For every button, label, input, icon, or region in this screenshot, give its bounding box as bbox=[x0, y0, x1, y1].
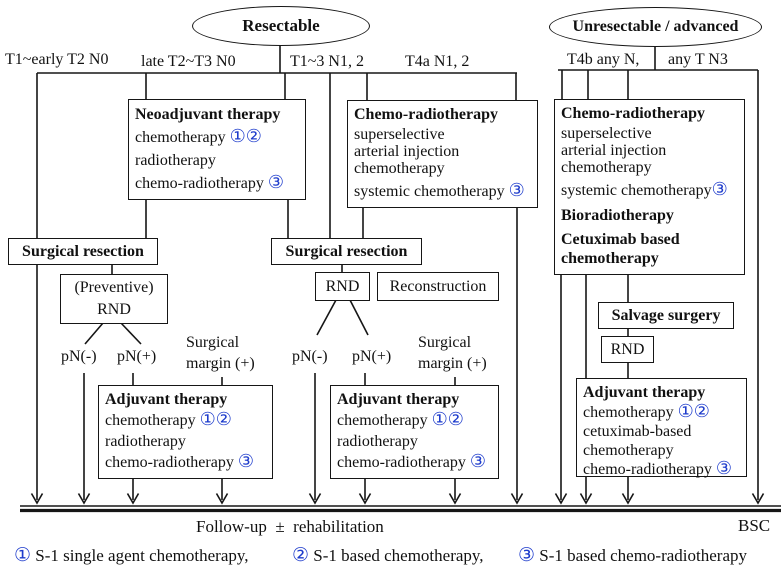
footnote-item-1: ① S-1 single agent chemotherapy, bbox=[14, 546, 249, 566]
surgical-margin-line-1: Surgical bbox=[418, 334, 472, 351]
therapy-text: chemo-radiotherapy bbox=[583, 461, 716, 478]
footnote-mark-3: ③ bbox=[518, 544, 536, 566]
footnote-mark-2: ② bbox=[292, 544, 310, 566]
footnote-text: S-1 single agent chemotherapy, bbox=[35, 546, 249, 565]
box-surgical-resection-mid: Surgical resection bbox=[271, 238, 422, 265]
therapy-text: chemo-radiotherapy bbox=[105, 454, 238, 471]
box-surgical-resection-left: Surgical resection bbox=[8, 238, 158, 265]
footnote-mark-1: ① bbox=[14, 544, 32, 566]
box-preventive-rnd: (Preventive) RND bbox=[60, 274, 168, 324]
footnote-item-2: ② S-1 based chemotherapy, bbox=[292, 546, 484, 566]
therapy-line-systemic: systemic chemotherapy ③ bbox=[354, 182, 531, 202]
box-chemoradiotherapy-right: Chemo-radiotherapy superselective arteri… bbox=[554, 99, 745, 275]
label-surgical-margin-mid: Surgical margin (+) bbox=[418, 332, 487, 374]
stage-label-t4b-any-n: T4b any N, bbox=[567, 51, 640, 68]
therapy-line-radiotherapy: radiotherapy bbox=[135, 152, 216, 169]
therapy-line-chemotherapy: chemotherapy ①② bbox=[337, 410, 492, 431]
superselective-line-3: chemotherapy bbox=[561, 159, 652, 176]
therapy-text: chemo-radiotherapy bbox=[337, 454, 470, 471]
footnote-mark-3: ③ bbox=[508, 180, 525, 201]
box-title: Adjuvant therapy bbox=[583, 384, 706, 401]
therapy-line-chemoradiotherapy: chemo-radiotherapy ③ bbox=[135, 172, 299, 195]
surgical-margin-line-2: margin (+) bbox=[186, 355, 255, 372]
therapy-line-chemotherapy: chemotherapy ①② bbox=[583, 403, 740, 422]
rnd-label: RND bbox=[97, 301, 131, 318]
footnote-mark-12: ①② bbox=[229, 126, 262, 147]
preventive-label: (Preventive) bbox=[74, 279, 154, 296]
therapy-line-chemoradiotherapy: chemo-radiotherapy ③ bbox=[337, 452, 492, 473]
box-rnd-mid: RND bbox=[315, 272, 370, 301]
stage-label-t1-early-t2-n0: T1~early T2 N0 bbox=[5, 51, 109, 68]
followup-label: Follow-up ± rehabilitation bbox=[196, 517, 384, 536]
therapy-line-radiotherapy: radiotherapy bbox=[105, 433, 186, 450]
label-pn-positive-mid: pN(+) bbox=[352, 348, 392, 365]
footnote-mark-3: ③ bbox=[237, 451, 254, 472]
superselective-line-1: superselective bbox=[561, 125, 652, 142]
stage-label-t1-3-n12: T1~3 N1, 2 bbox=[290, 53, 364, 70]
oval-resectable: Resectable bbox=[192, 6, 370, 46]
therapy-text: systemic chemotherapy bbox=[561, 182, 712, 199]
therapy-line-cetuximab: Cetuximab based chemotherapy bbox=[561, 231, 680, 267]
label-pn-negative-left: pN(-) bbox=[61, 348, 97, 365]
therapy-line-cetuximab: cetuximab-based chemotherapy bbox=[583, 423, 692, 459]
footnote-mark-12: ①② bbox=[677, 401, 710, 422]
label-pn-negative-mid: pN(-) bbox=[292, 348, 328, 365]
footnote-mark-12: ①② bbox=[199, 409, 232, 430]
stage-label-t4a-n12: T4a N1, 2 bbox=[405, 53, 470, 70]
therapy-text: chemotherapy bbox=[135, 129, 230, 146]
superselective-line-3: chemotherapy bbox=[354, 160, 445, 177]
footnote-text: S-1 based chemotherapy, bbox=[313, 546, 484, 565]
footnote-mark-3: ③ bbox=[267, 172, 284, 193]
footnote-mark-3: ③ bbox=[711, 179, 728, 200]
footnote-text: S-1 based chemo-radiotherapy bbox=[539, 546, 747, 565]
surgical-margin-line-1: Surgical bbox=[186, 334, 240, 351]
oval-unresectable-advanced: Unresectable / advanced bbox=[549, 7, 762, 47]
therapy-text: chemo-radiotherapy bbox=[135, 175, 268, 192]
footnote-mark-3: ③ bbox=[715, 458, 732, 479]
box-title: Chemo-radiotherapy bbox=[561, 105, 705, 122]
box-adjuvant-therapy-right: Adjuvant therapy chemotherapy ①② cetuxim… bbox=[576, 378, 747, 479]
box-neoadjuvant-therapy: Neoadjuvant therapy chemotherapy ①② radi… bbox=[128, 99, 306, 200]
therapy-line-radiotherapy: radiotherapy bbox=[337, 433, 418, 450]
stage-label-late-t2-t3-n0: late T2~T3 N0 bbox=[141, 53, 236, 70]
label-surgical-margin-left: Surgical margin (+) bbox=[186, 332, 255, 374]
therapy-line-chemotherapy: chemotherapy ①② bbox=[135, 126, 299, 149]
box-adjuvant-therapy-left: Adjuvant therapy chemotherapy ①② radioth… bbox=[98, 385, 273, 479]
box-title: Neoadjuvant therapy bbox=[135, 106, 281, 123]
superselective-line-1: superselective bbox=[354, 126, 445, 143]
surgical-margin-line-2: margin (+) bbox=[418, 355, 487, 372]
box-rnd-right: RND bbox=[601, 336, 654, 363]
therapy-line-chemotherapy: chemotherapy ①② bbox=[105, 410, 266, 431]
bsc-label: BSC bbox=[738, 516, 771, 535]
box-title: Adjuvant therapy bbox=[105, 391, 228, 408]
footnote-mark-12: ①② bbox=[431, 409, 464, 430]
footnote-item-3: ③ S-1 based chemo-radiotherapy bbox=[518, 546, 747, 566]
therapy-text: chemotherapy bbox=[105, 412, 200, 429]
box-salvage-surgery: Salvage surgery bbox=[598, 302, 734, 329]
box-title: Adjuvant therapy bbox=[337, 391, 460, 408]
footnote-mark-3: ③ bbox=[469, 451, 486, 472]
therapy-line-systemic: systemic chemotherapy③ bbox=[561, 181, 738, 201]
therapy-text: chemotherapy bbox=[583, 404, 678, 421]
therapy-line-bioradiotherapy: Bioradiotherapy bbox=[561, 207, 674, 224]
box-reconstruction: Reconstruction bbox=[377, 272, 499, 301]
box-chemoradiotherapy-mid: Chemo-radiotherapy superselective arteri… bbox=[347, 100, 538, 208]
superselective-line-2: arterial injection bbox=[354, 143, 460, 160]
therapy-text: chemotherapy bbox=[337, 412, 432, 429]
label-pn-positive-left: pN(+) bbox=[117, 348, 157, 365]
therapy-text: systemic chemotherapy bbox=[354, 183, 509, 200]
superselective-line-2: arterial injection bbox=[561, 142, 667, 159]
box-adjuvant-therapy-mid: Adjuvant therapy chemotherapy ①② radioth… bbox=[330, 385, 499, 479]
box-title: Chemo-radiotherapy bbox=[354, 106, 498, 123]
therapy-line-chemoradiotherapy: chemo-radiotherapy ③ bbox=[105, 452, 266, 473]
therapy-line-chemoradiotherapy: chemo-radiotherapy ③ bbox=[583, 460, 740, 479]
stage-label-any-t-n3: any T N3 bbox=[668, 51, 728, 68]
